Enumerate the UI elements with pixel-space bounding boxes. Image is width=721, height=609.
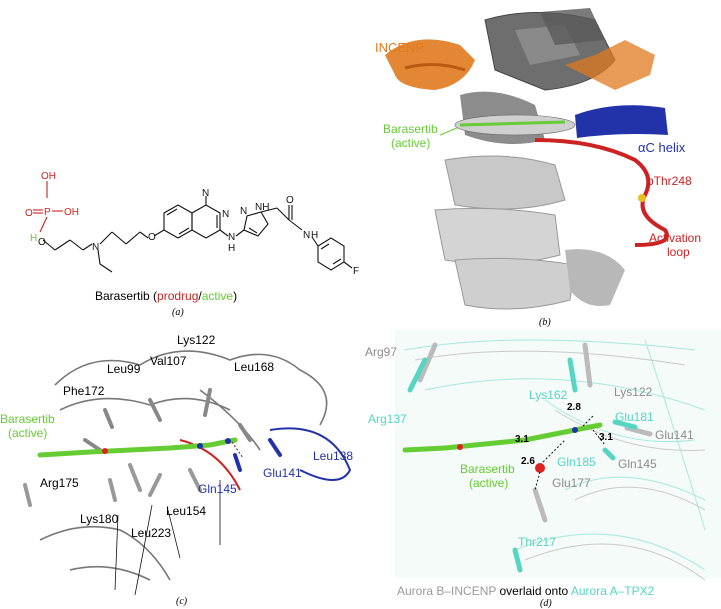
dist-3: 3.1 [599, 432, 613, 443]
caption-d: (d) [540, 598, 552, 609]
label-incenp: INCENP [375, 40, 425, 55]
dist-2: 3.1 [515, 434, 529, 445]
atom-o-ether: O [148, 232, 156, 243]
pocket-c [23, 350, 352, 596]
legend-aurora-a: Aurora A–TPX2 [570, 584, 655, 598]
res-leu154: Leu154 [166, 504, 207, 518]
label-ac-helix: αC helix [638, 140, 686, 155]
atom-p: P [44, 207, 51, 218]
title-suffix: ) [233, 289, 238, 303]
atom-n-link: N [228, 232, 235, 243]
res-leu99: Leu99 [107, 362, 141, 376]
label-barasertib-b2: (active) [391, 136, 431, 150]
dist-1: 2.8 [567, 402, 581, 413]
atom-h-active: H [30, 233, 37, 244]
atom-n-amine: N [92, 242, 99, 253]
overlay-legend: Aurora B–INCENP overlaid onto Aurora A–T… [397, 584, 654, 598]
res-arg97: Arg97 [365, 345, 398, 359]
label-activation-2: loop [667, 245, 690, 259]
caption-a: (a) [172, 307, 184, 318]
atom-h-link: H [228, 243, 235, 254]
res-lys180: Lys180 [80, 512, 119, 526]
panel-b: INCENP Barasertib (active) αC helix pThr… [365, 0, 721, 330]
label-barasertib-b1: Barasertib [383, 122, 438, 136]
res-leu168: Leu168 [234, 360, 275, 374]
caption-c: (c) [176, 596, 188, 607]
res-lys162: Lys162 [529, 388, 568, 402]
title-sep: / [198, 289, 202, 303]
res-leu138: Leu138 [313, 449, 354, 463]
atom-o-chain: O [38, 237, 46, 248]
panel-c: Lys122 Val107 Leu99 Leu168 Phe172 Barase… [0, 330, 365, 609]
atom-oh-right: OH [64, 207, 79, 218]
legend-aurora-b: Aurora B–INCENP [397, 584, 497, 598]
caption-b: (b) [539, 317, 551, 328]
panel-a: OH O P OH H O N O N N N H N NH O N H F B… [0, 0, 365, 330]
res-lys122-d: Lys122 [614, 385, 653, 399]
res-glu181: Glu181 [615, 410, 654, 424]
label-barasertib-c2: (active) [8, 426, 48, 440]
res-glu141: Glu141 [263, 466, 302, 480]
atom-h-amide: H [311, 230, 318, 241]
res-glu177: Glu177 [552, 476, 591, 490]
res-leu223: Leu223 [131, 526, 172, 540]
barasertib-title: Barasertib (prodrug/active) [95, 289, 237, 303]
atom-n-pz: N [240, 206, 247, 217]
res-thr217: Thr217 [518, 535, 557, 549]
label-activation-1: Activation [649, 231, 702, 245]
res-gln145-d: Gln145 [618, 457, 657, 471]
res-lys122: Lys122 [177, 333, 216, 347]
dist-4: 2.6 [521, 456, 535, 467]
label-barasertib-c1: Barasertib [0, 412, 55, 426]
res-arg137: Arg137 [368, 412, 407, 426]
res-gln145: Gln145 [198, 482, 237, 496]
atom-f: F [353, 266, 359, 277]
title-active: active [201, 289, 234, 303]
label-barasertib-d1: Barasertib [460, 462, 515, 476]
overlay-d [395, 330, 721, 581]
res-gln185: Gln185 [557, 455, 596, 469]
res-val107: Val107 [150, 354, 187, 368]
res-glu141-d: Glu141 [655, 428, 694, 442]
atom-n-amide: N [303, 230, 310, 241]
legend-mid: overlaid onto [496, 584, 571, 598]
kinase-cartoon [385, 8, 669, 310]
label-pthr248: pThr248 [647, 174, 692, 188]
atom-o-amide: O [286, 195, 294, 206]
res-phe172: Phe172 [63, 384, 105, 398]
atom-o-double: O [25, 208, 33, 219]
atom-n1: N [202, 188, 209, 199]
barasertib-structure: OH O P OH H O N O N N N H N NH O N H F [25, 171, 359, 277]
res-arg175: Arg175 [40, 476, 79, 490]
label-barasertib-d2: (active) [469, 476, 509, 490]
panel-d: Arg97 Arg137 Lys162 Lys122 Glu181 Glu141… [365, 330, 721, 609]
atom-oh-top: OH [41, 171, 56, 182]
title-prodrug: prodrug [157, 289, 199, 303]
title-prefix: Barasertib ( [95, 289, 158, 303]
atom-n2: N [222, 209, 229, 220]
atom-nh-pz: NH [255, 202, 269, 213]
